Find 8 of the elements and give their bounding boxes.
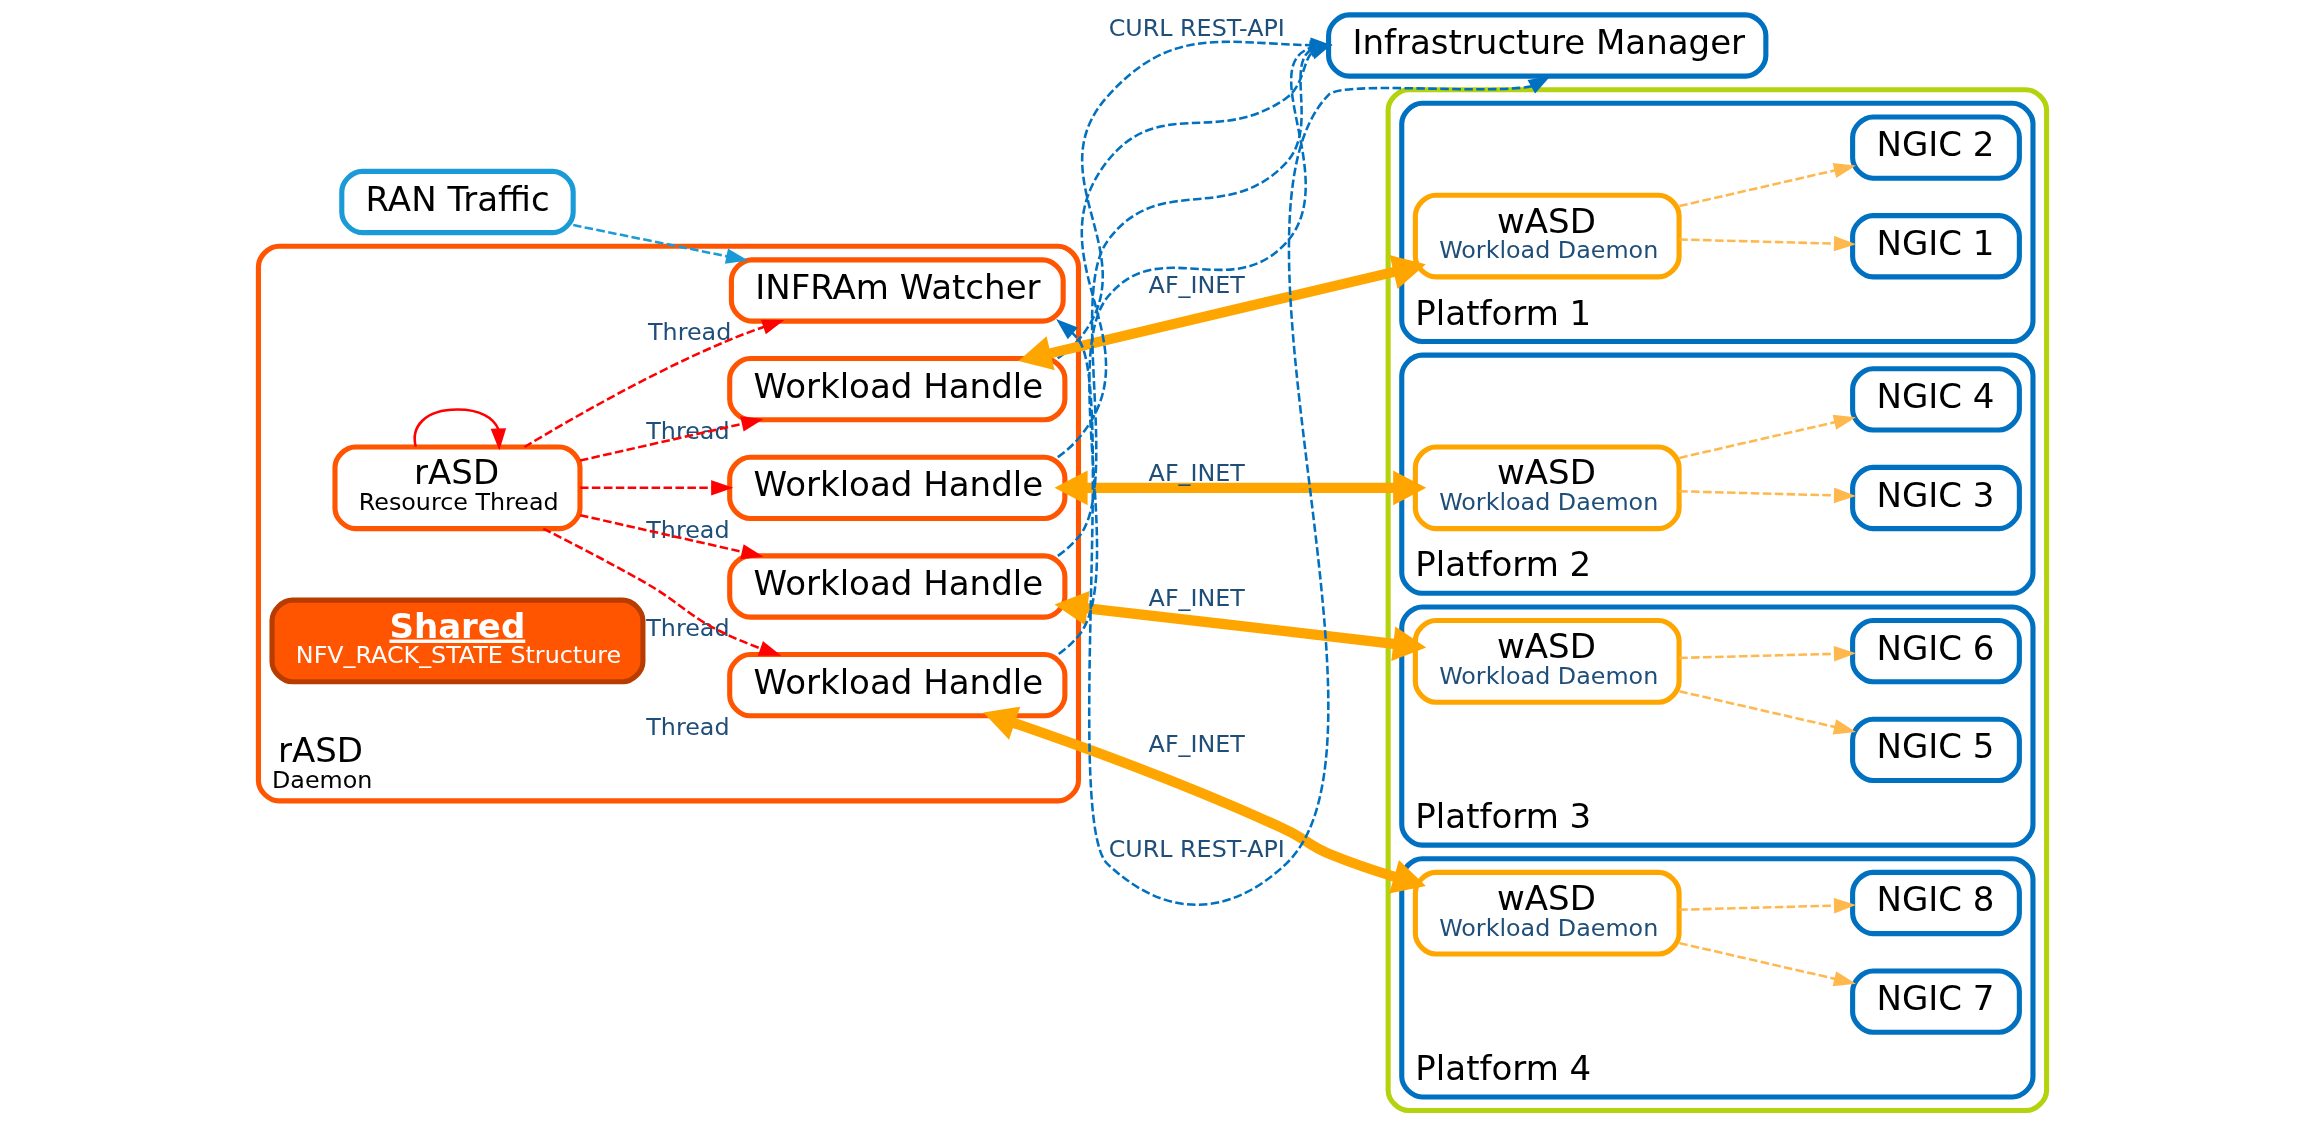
node-label: Thread <box>646 712 730 741</box>
edge-label: CURL REST-API <box>1108 835 1285 864</box>
edge-label: CURL REST-API <box>1108 13 1285 42</box>
node-label: Thread <box>646 515 730 544</box>
edge-label: AF_INET <box>1148 729 1245 758</box>
edge-label: AF_INET <box>1148 583 1245 612</box>
edge-label: AF_INET <box>1148 459 1245 488</box>
edge-label: AF_INET <box>1148 270 1245 299</box>
